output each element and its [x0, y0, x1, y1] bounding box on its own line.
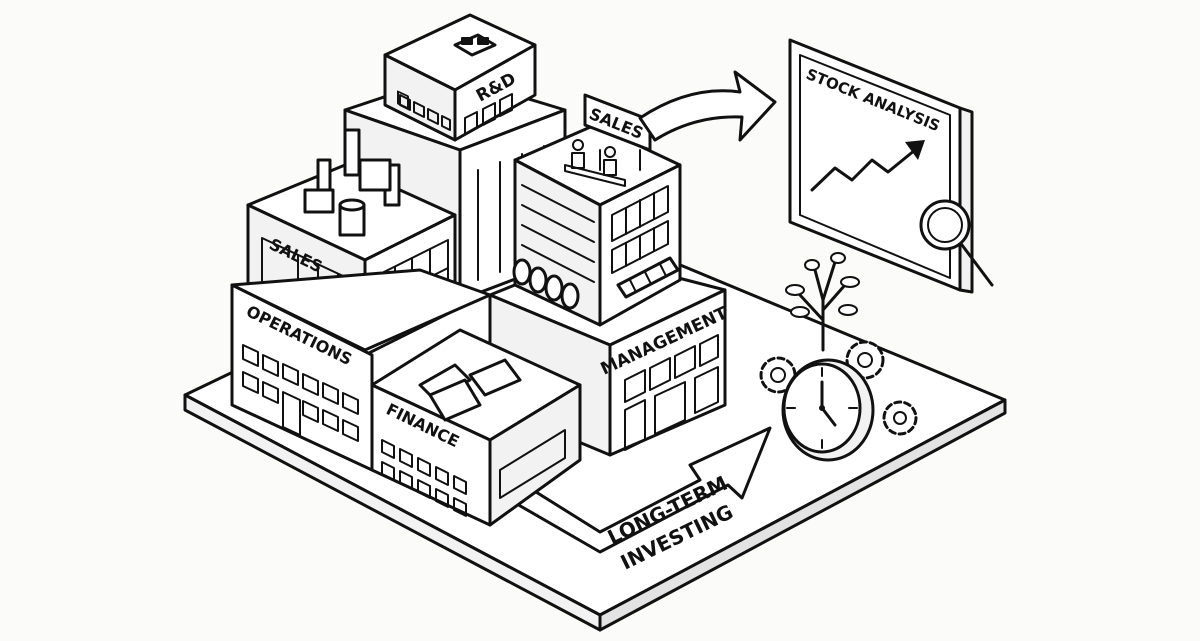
factory-equipment — [303, 128, 401, 237]
shrubs — [512, 258, 580, 310]
tree-icon — [785, 252, 860, 352]
finance-building: FINANCE — [370, 328, 582, 527]
team-figures — [564, 139, 626, 187]
long-term-arrow — [508, 426, 772, 554]
sales-sign-top: SALES — [583, 93, 652, 171]
gear-icon — [759, 340, 918, 436]
stock-analysis-board: STOCK ANALYSIS — [788, 38, 994, 294]
operations-building: OPERATIONS — [230, 268, 492, 472]
magnifying-glass-icon — [919, 199, 994, 287]
stock-analysis-arrow — [638, 70, 777, 142]
clock-icon — [781, 358, 875, 462]
sales-building-top: SALES — [512, 93, 682, 327]
long-term-growth-symbol — [759, 252, 918, 462]
trend-arrow-icon — [810, 140, 925, 192]
